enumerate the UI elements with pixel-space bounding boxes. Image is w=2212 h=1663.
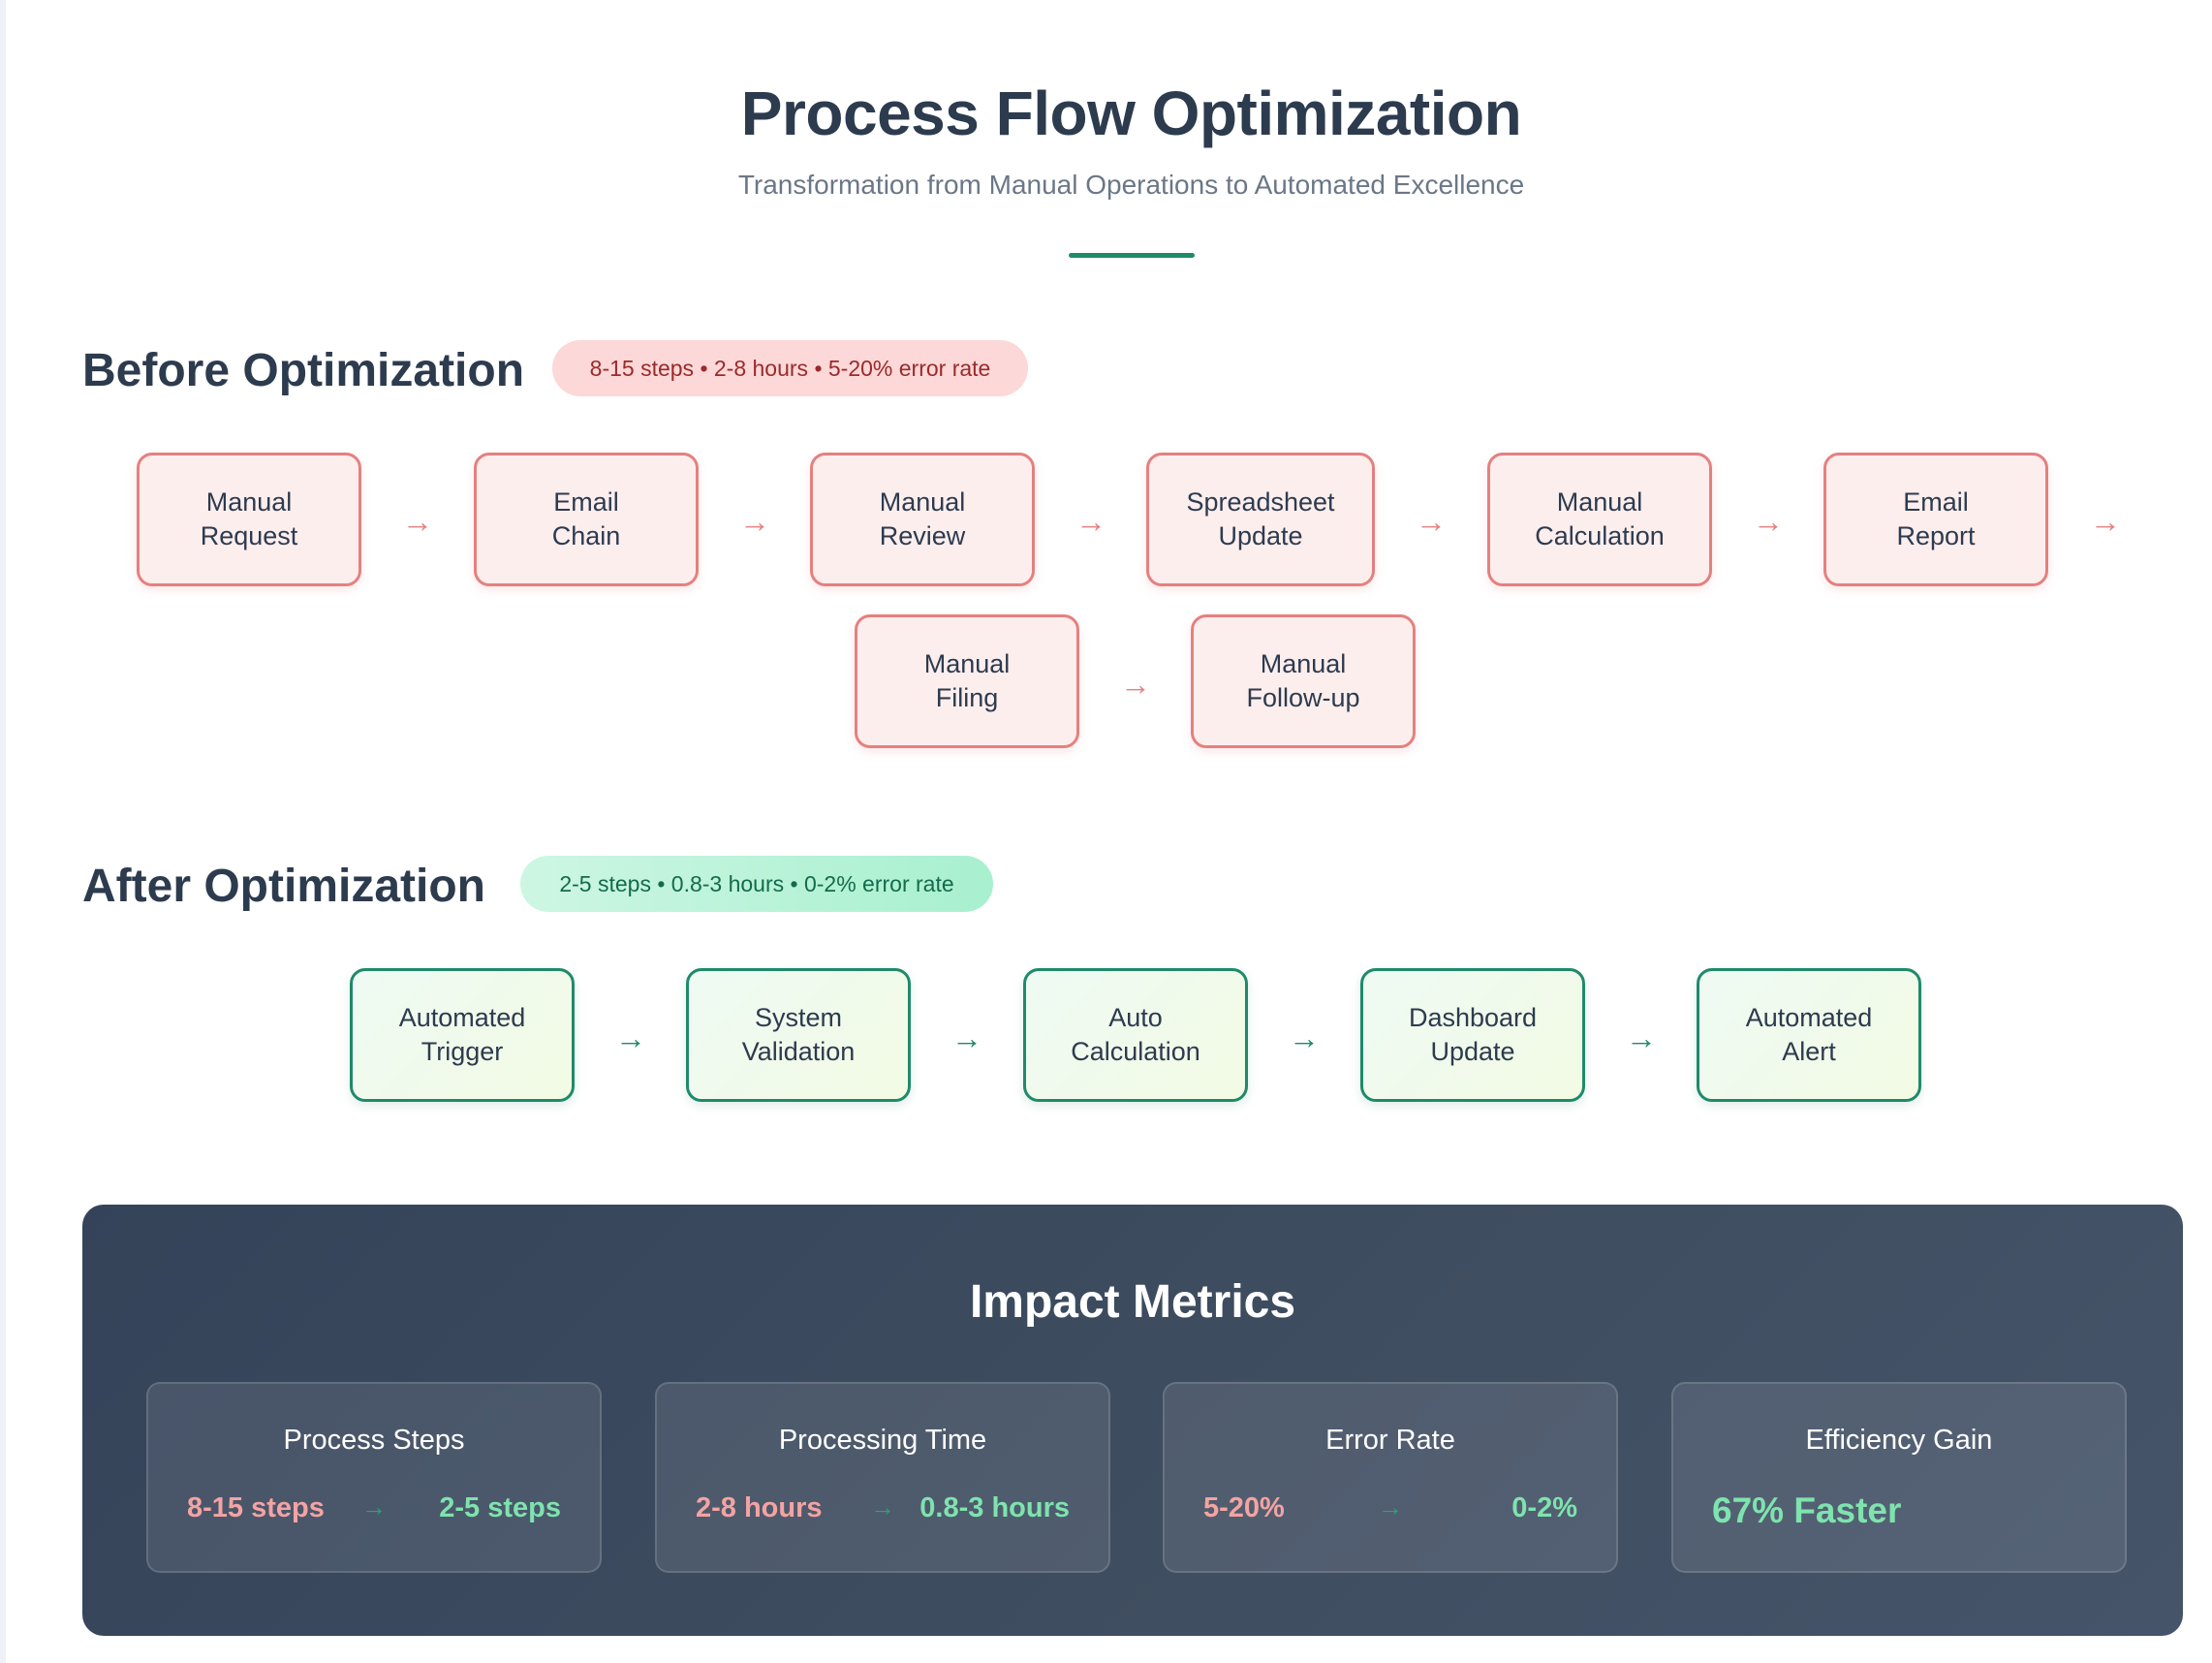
- before-step-manual-calculation: Manual Calculation: [1487, 453, 1712, 586]
- metric-card-process-steps: Process Steps 8-15 steps → 2-5 steps: [146, 1382, 602, 1573]
- step-label: Manual Filing: [923, 649, 1011, 712]
- metric-after-value: 0-2%: [1511, 1492, 1577, 1523]
- before-step-spreadsheet-update: Spreadsheet Update: [1146, 453, 1375, 586]
- step-label: Manual Calculation: [1535, 487, 1665, 550]
- metric-label: Error Rate: [1325, 1425, 1455, 1456]
- flow-arrow: →: [402, 504, 433, 539]
- metric-arrow: →: [1378, 1492, 1403, 1522]
- step-label: Manual Review: [879, 487, 966, 550]
- step-label: Spreadsheet Update: [1186, 487, 1335, 550]
- flow-arrow: →: [1120, 667, 1151, 702]
- step-label: Email Chain: [551, 487, 621, 550]
- after-section-title: After Optimization: [82, 861, 485, 912]
- before-step-email-chain: Email Chain: [474, 453, 699, 586]
- flow-arrow: →: [615, 1020, 646, 1055]
- after-step-dashboard-update: Dashboard Update: [1360, 968, 1585, 1102]
- step-label: Auto Calculation: [1071, 1003, 1200, 1066]
- flow-arrow: →: [2090, 504, 2121, 539]
- before-step-manual-follow-up: Manual Follow-up: [1191, 614, 1416, 748]
- step-label: Automated Trigger: [398, 1003, 526, 1066]
- flow-arrow: →: [1416, 504, 1447, 539]
- step-label: System Validation: [741, 1003, 856, 1066]
- step-label: Automated Alert: [1745, 1003, 1873, 1066]
- step-label: Email Report: [1896, 487, 1976, 550]
- metric-after-value: 0.8-3 hours: [919, 1492, 1070, 1523]
- metric-label: Process Steps: [283, 1425, 465, 1456]
- metric-label: Processing Time: [778, 1425, 987, 1456]
- after-step-automated-alert: Automated Alert: [1697, 968, 1921, 1102]
- metric-label: Efficiency Gain: [1805, 1425, 1993, 1456]
- after-step-system-validation: System Validation: [686, 968, 911, 1102]
- metric-after-value: 2-5 steps: [439, 1492, 561, 1523]
- page-title: Process Flow Optimization: [740, 78, 1522, 148]
- metric-before-value: 8-15 steps: [187, 1492, 325, 1523]
- flow-arrow: →: [951, 1020, 982, 1055]
- flow-arrow: →: [1753, 504, 1784, 539]
- step-label: Manual Follow-up: [1246, 649, 1360, 712]
- step-label: Dashboard Update: [1408, 1003, 1538, 1066]
- metric-before-value: 2-8 hours: [696, 1492, 823, 1523]
- metric-highlight-value: 67% Faster: [1712, 1490, 1902, 1530]
- step-label: Manual Request: [200, 487, 298, 550]
- title-divider: [1069, 253, 1195, 258]
- metric-before-value: 5-20%: [1203, 1492, 1285, 1523]
- page-subtitle: Transformation from Manual Operations to…: [737, 170, 1525, 200]
- metric-card-efficiency-gain: Efficiency Gain 67% Faster: [1671, 1382, 2127, 1573]
- metric-card-processing-time: Processing Time 2-8 hours → 0.8-3 hours: [655, 1382, 1110, 1573]
- impact-metrics-panel: Impact Metrics Process Steps 8-15 steps …: [82, 1205, 2183, 1636]
- before-step-manual-review: Manual Review: [810, 453, 1035, 586]
- after-step-auto-calculation: Auto Calculation: [1023, 968, 1248, 1102]
- flow-arrow: →: [1075, 504, 1106, 539]
- before-step-manual-filing: Manual Filing: [855, 614, 1079, 748]
- before-step-manual-request: Manual Request: [137, 453, 361, 586]
- after-step-automated-trigger: Automated Trigger: [350, 968, 575, 1102]
- metric-card-error-rate: Error Rate 5-20% → 0-2%: [1163, 1382, 1618, 1573]
- flow-arrow: →: [1626, 1020, 1657, 1055]
- impact-metrics-title: Impact Metrics: [969, 1276, 1296, 1328]
- metric-arrow: →: [361, 1492, 387, 1522]
- flow-arrow: →: [1289, 1020, 1320, 1055]
- after-stats-badge: 2-5 steps • 0.8-3 hours • 0-2% error rat…: [520, 856, 993, 912]
- before-step-email-report: Email Report: [1823, 453, 2048, 586]
- flow-arrow: →: [739, 504, 770, 539]
- before-section-title: Before Optimization: [82, 345, 525, 396]
- left-edge-strip: [0, 0, 6, 1663]
- before-stats-badge: 8-15 steps • 2-8 hours • 5-20% error rat…: [552, 340, 1028, 396]
- metric-arrow: →: [870, 1492, 895, 1522]
